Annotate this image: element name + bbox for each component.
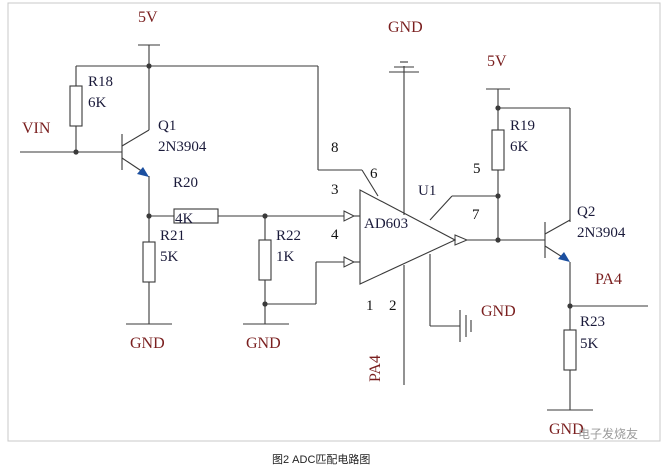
u1-amplifier [343,61,498,385]
label-gnd-r22: GND [246,335,281,352]
r18-name: R18 [88,74,113,90]
pin-4: 4 [331,227,339,243]
u1-name: U1 [418,183,436,199]
pin-7: 7 [472,207,480,223]
watermark: 电子发烧友 [578,426,638,441]
r19-value: 6K [510,139,529,155]
r18-value: 6K [88,95,107,111]
u1-triangle [359,189,457,285]
r22-name: R22 [276,228,301,244]
q2-stage [467,88,648,411]
q1-name: Q1 [158,118,176,134]
r20-name: R20 [173,175,198,191]
label-pa4-pin: PA4 [367,355,384,382]
r19-resistor [491,129,505,171]
r21-resistor [142,241,156,283]
pin-1: 1 [366,298,374,314]
label-gnd-top: GND [388,19,423,36]
figure-caption: 图2 ADC匹配电路图 [272,453,370,466]
r23-name: R23 [580,314,605,330]
label-gnd-u1: GND [481,303,516,320]
q1-emitter-arrow [137,167,149,177]
pin-3: 3 [331,182,339,198]
q2-name: Q2 [577,204,595,220]
label-gnd-r21: GND [130,335,165,352]
r19-name: R19 [510,118,535,134]
r20-value: 4K [175,211,194,227]
pin-2: 2 [389,298,397,314]
label-vin: VIN [22,120,51,137]
r21-name: R21 [160,228,185,244]
r18-resistor [69,85,83,127]
r23-resistor [563,329,577,371]
r22-resistor [258,239,272,281]
label-5v-right: 5V [487,53,507,70]
pin-6: 6 [370,166,378,182]
q1-part: 2N3904 [158,139,207,155]
label-gnd-r23: GND [549,421,584,438]
r21-value: 5K [160,249,179,265]
r22-value: 1K [276,249,295,265]
border-frame [7,2,661,442]
u1-part: AD603 [364,216,408,232]
pin-5: 5 [473,161,481,177]
label-5v-left: 5V [138,9,158,26]
r23-value: 5K [580,336,599,352]
pin-8: 8 [331,140,339,156]
label-pa4-out: PA4 [595,271,622,288]
q2-part: 2N3904 [577,225,626,241]
q1-stage [20,44,379,325]
q2-emitter-arrow [558,252,570,262]
